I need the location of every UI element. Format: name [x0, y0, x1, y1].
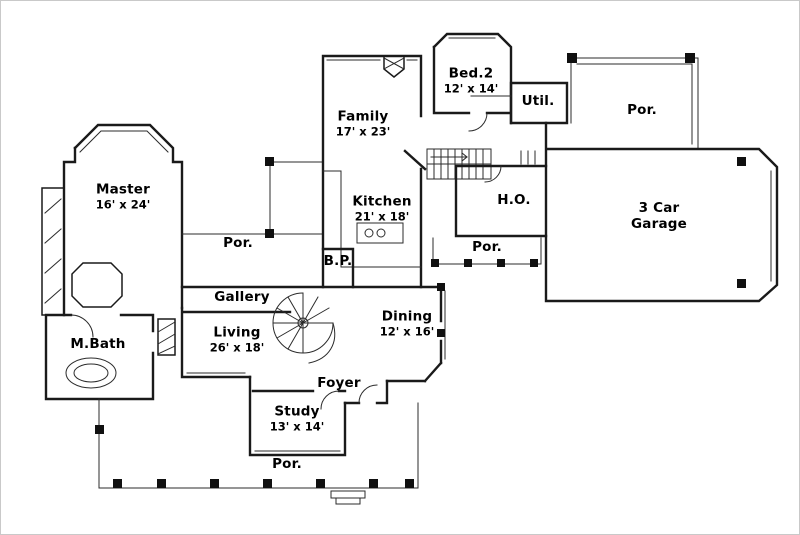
room-label-gallery: Gallery	[214, 289, 270, 306]
room-label-ho: H.O.	[497, 192, 531, 209]
room-label-porch-bottom: Por.	[272, 456, 302, 473]
ho-walls	[454, 164, 548, 238]
room-label-bed2: Bed.2 12' x 14'	[443, 65, 499, 96]
room-label-porch-left: Por.	[223, 235, 253, 252]
dining-walls	[180, 283, 446, 383]
room-name-dining: Dining	[381, 308, 433, 325]
room-name-garage-line1: 3 Car	[638, 200, 680, 217]
room-label-bp: B.P.	[323, 253, 353, 270]
room-label-garage: 3 Car Garage	[631, 200, 687, 233]
study-foyer-walls	[248, 375, 389, 457]
room-name-foyer: Foyer	[317, 375, 361, 392]
room-label-master: Master 16' x 24'	[95, 181, 151, 212]
room-label-mbath: M.Bath	[70, 336, 126, 353]
room-name-bed2: Bed.2	[448, 65, 494, 82]
room-label-family: Family 17' x 23'	[335, 108, 391, 139]
porch-bottom-outline	[95, 398, 419, 505]
room-label-util: Util.	[521, 93, 555, 110]
family-kitchen-walls	[321, 54, 427, 289]
porch-top-right-outline	[567, 53, 699, 150]
bed2-util-walls	[432, 32, 569, 132]
room-name-garage-line2: Garage	[631, 216, 687, 232]
room-dims-bed2: 12' x 14'	[443, 81, 499, 96]
room-name-living: Living	[213, 324, 261, 341]
room-label-dining: Dining 12' x 16'	[379, 308, 435, 339]
room-name-bp: B.P.	[323, 253, 353, 270]
room-dims-living: 26' x 18'	[209, 340, 265, 355]
room-name-porch-top-right: Por.	[627, 102, 657, 119]
room-name-master: Master	[95, 181, 151, 198]
room-name-ho: H.O.	[497, 192, 531, 209]
room-name-study: Study	[274, 403, 320, 420]
room-name-mbath: M.Bath	[70, 336, 126, 353]
gallery-living-walls	[180, 306, 292, 379]
room-label-living: Living 26' x 18'	[209, 324, 265, 355]
room-name-util: Util.	[521, 93, 555, 110]
room-name-porch-bottom: Por.	[272, 456, 302, 473]
room-name-family: Family	[337, 108, 389, 125]
master-wing-walls	[41, 123, 184, 401]
room-dims-kitchen: 21' x 18'	[354, 209, 410, 224]
garage-walls	[520, 121, 779, 303]
porch-left-outline	[181, 157, 324, 238]
spiral-staircase	[272, 292, 336, 364]
room-label-foyer: Foyer	[317, 375, 361, 392]
room-dims-master: 16' x 24'	[95, 197, 151, 212]
staircase	[426, 148, 492, 180]
room-label-porch-center: Por.	[472, 239, 502, 256]
room-label-study: Study 13' x 14'	[269, 403, 325, 434]
room-name-gallery: Gallery	[214, 289, 270, 306]
room-name-kitchen: Kitchen	[352, 193, 412, 210]
room-name-porch-left: Por.	[223, 235, 253, 252]
room-name-porch-center: Por.	[472, 239, 502, 256]
porch-center-outline	[431, 237, 542, 267]
room-dims-dining: 12' x 16'	[379, 324, 435, 339]
room-dims-study: 13' x 14'	[269, 419, 325, 434]
room-label-porch-top-right: Por.	[627, 102, 657, 119]
room-dims-family: 17' x 23'	[335, 124, 391, 139]
room-label-kitchen: Kitchen 21' x 18'	[352, 193, 412, 224]
